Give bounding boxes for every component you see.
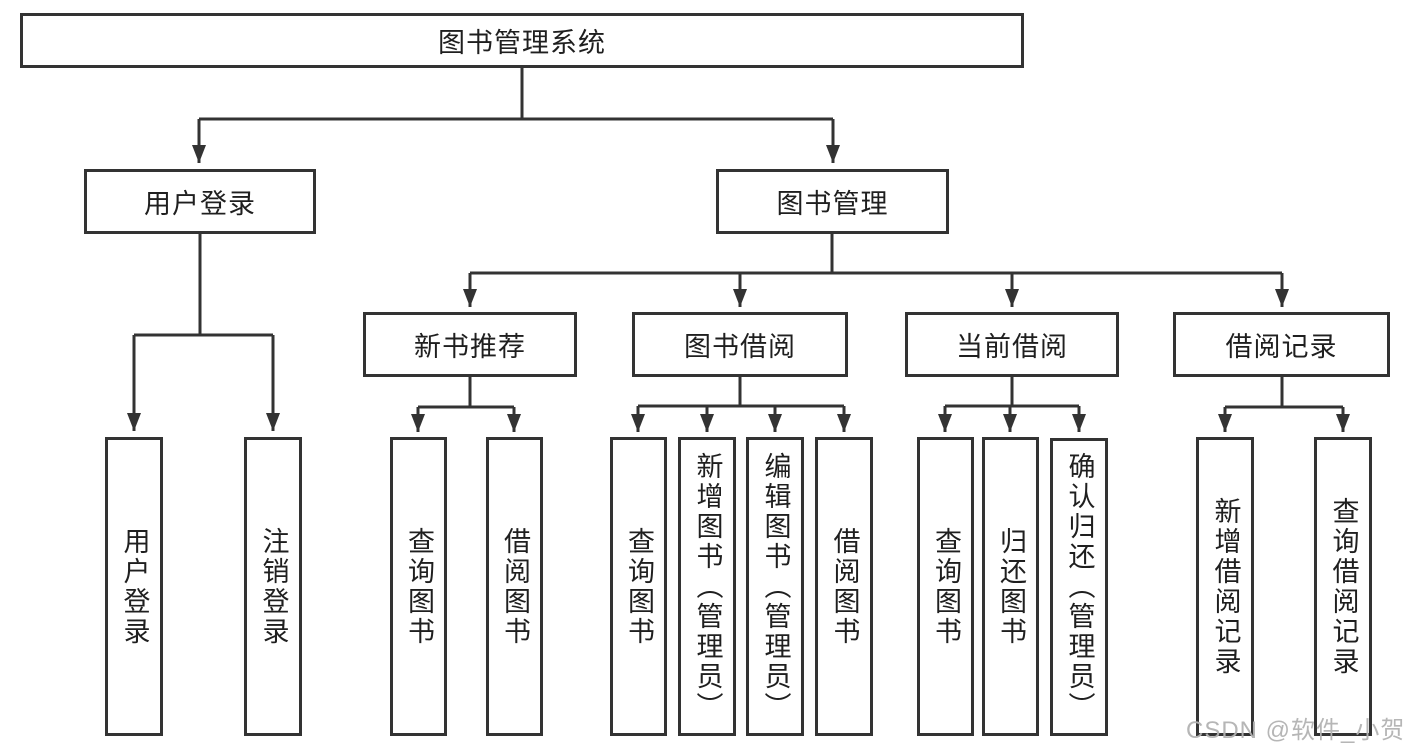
leaf-label: 注销登录 (258, 526, 289, 647)
node-label: 借阅记录 (1225, 332, 1338, 362)
leaf-label: 确认归还（管理员） (1064, 452, 1095, 722)
leaf-label: 新增借阅记录 (1210, 496, 1241, 677)
node-library-management-system: 图书管理系统 (20, 13, 1024, 68)
leaf-add-book-admin: 新增图书（管理员） (678, 437, 736, 736)
node-label: 用户登录 (144, 189, 256, 219)
node-user-login: 用户登录 (84, 169, 316, 234)
node-label: 图书管理 (776, 189, 889, 219)
leaf-query-books-recommend: 查询图书 (390, 437, 447, 736)
leaf-label: 查询图书 (624, 526, 654, 647)
leaf-label: 借阅图书 (500, 526, 530, 647)
leaf-borrow-books-recommend: 借阅图书 (486, 437, 543, 736)
watermark: CSDN @软件_小贺同学 (1186, 717, 1405, 744)
leaf-logout: 注销登录 (244, 437, 302, 736)
leaf-label: 借阅图书 (829, 526, 860, 647)
node-book-borrowing: 图书借阅 (632, 312, 848, 377)
node-new-book-recommendation: 新书推荐 (363, 312, 577, 377)
leaf-query-books-current: 查询图书 (917, 437, 974, 736)
node-label: 新书推荐 (414, 332, 526, 362)
node-book-management: 图书管理 (716, 169, 949, 234)
node-borrowing-records: 借阅记录 (1173, 312, 1390, 377)
leaf-label: 查询图书 (404, 526, 434, 647)
leaf-add-borrow-record: 新增借阅记录 (1196, 437, 1254, 736)
leaf-edit-book-admin: 编辑图书（管理员） (746, 437, 804, 736)
leaf-label: 归还图书 (996, 526, 1026, 647)
leaf-label: 查询图书 (931, 526, 961, 647)
leaf-label: 编辑图书（管理员） (760, 451, 791, 722)
leaf-label: 新增图书（管理员） (692, 451, 723, 722)
leaf-confirm-return-admin: 确认归还（管理员） (1050, 438, 1108, 736)
leaf-return-book: 归还图书 (982, 437, 1039, 736)
leaf-label: 查询借阅记录 (1328, 496, 1359, 677)
leaf-user-login: 用户登录 (105, 437, 163, 736)
node-label: 图书管理系统 (438, 28, 606, 58)
leaf-borrow-books: 借阅图书 (815, 437, 873, 736)
node-current-borrowing: 当前借阅 (905, 312, 1119, 377)
node-label: 当前借阅 (956, 332, 1068, 362)
leaf-label: 用户登录 (119, 526, 150, 647)
connector-paths (127, 68, 1350, 432)
leaf-query-borrow-record: 查询借阅记录 (1314, 437, 1372, 736)
node-label: 图书借阅 (684, 332, 796, 362)
leaf-query-books-borrowing: 查询图书 (610, 437, 667, 736)
